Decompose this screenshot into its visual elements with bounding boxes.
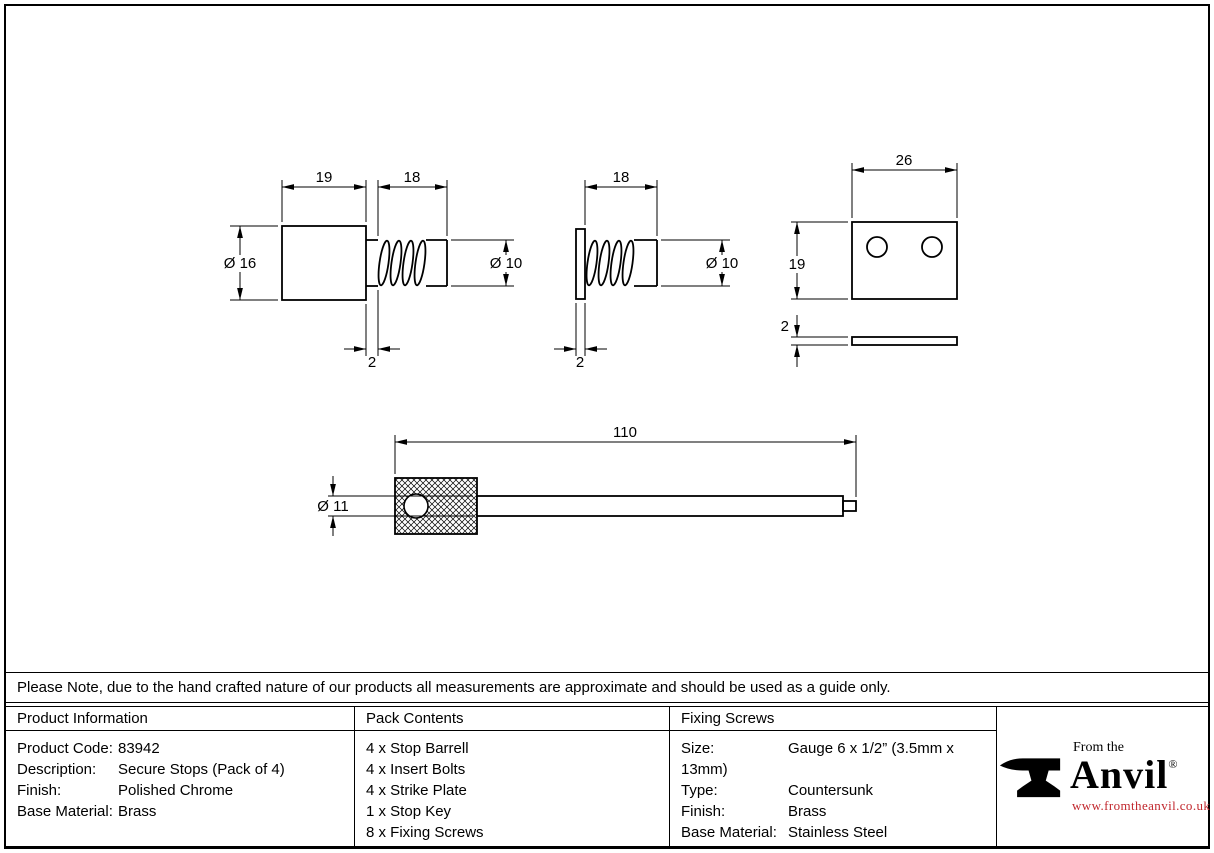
dim-label: 2 [781, 318, 789, 335]
column-header-pack-contents: Pack Contents [355, 707, 670, 731]
table-row: Product Code: 83942 [17, 738, 354, 759]
dim-label: Ø 16 [224, 255, 257, 272]
table-row: Type: Countersunk [681, 780, 996, 801]
list-item: 4 x Insert Bolts [366, 761, 466, 778]
insert-bolt-drawing: 18 Ø 10 2 [554, 169, 744, 371]
brand-website: www.fromtheanvil.co.uk [1072, 797, 1211, 813]
field-value: Brass [788, 803, 827, 820]
fixing-screws-cell: Size:Gauge 6 x 1/2” (3.5mm x 13mm) Type:… [670, 731, 997, 846]
table-row: Description: Secure Stops (Pack of 4) [17, 759, 354, 780]
dim-label: 19 [316, 169, 333, 186]
dim-label: Ø 10 [490, 255, 523, 272]
list-item: 8 x Fixing Screws [366, 824, 484, 841]
dim-label-mask [218, 255, 262, 272]
table-row: Size:Gauge 6 x 1/2” (3.5mm x 13mm) [681, 738, 996, 780]
list-item: 4 x Stop Barrell [366, 740, 469, 757]
brand-logo-inner: From the Anvil® www.fromtheanvil.co.uk [997, 740, 1210, 814]
field-label: Finish: [681, 803, 726, 820]
stop-key-shaft-outline [476, 495, 857, 517]
technical-drawing: 19 18 Ø 16 Ø 10 2 [218, 152, 958, 536]
stop-barrel-dimension-lines [230, 180, 514, 356]
product-information-cell: Product Code: 83942 Description: Secure St… [6, 731, 355, 846]
dim-label: 19 [789, 256, 806, 273]
field-value: Brass [118, 803, 157, 820]
insert-bolt-dimension-lines [554, 180, 730, 356]
field-value: Countersunk [788, 782, 874, 799]
spec-table: Product Information Pack Contents Fixing… [6, 706, 1210, 847]
measurement-note-bar: Please Note, due to the hand crafted nat… [6, 672, 1208, 703]
dim-label: 110 [613, 424, 637, 441]
field-label: Description: [17, 761, 97, 778]
field-label: Type: [681, 782, 718, 799]
table-row: Finish: Brass [681, 801, 996, 822]
dim-label: 2 [368, 354, 376, 371]
registered-trademark-symbol: ® [1168, 756, 1178, 771]
brand-logo: From the Anvil® www.fromtheanvil.co.uk [997, 707, 1210, 846]
strike-plate-outline [851, 221, 958, 346]
dim-label: 2 [576, 354, 584, 371]
field-value: 83942 [118, 740, 160, 757]
field-label: Product Code: [17, 740, 113, 757]
stop-key-hole [403, 493, 429, 519]
field-label: Finish: [17, 782, 62, 799]
field-value: Gauge 6 x 1/2” (3.5mm x 13mm) [681, 740, 954, 778]
anvil-icon [999, 757, 1061, 797]
field-value: Stainless Steel [788, 824, 888, 841]
field-value: Secure Stops (Pack of 4) [118, 761, 285, 778]
dim-label: 18 [404, 169, 421, 186]
stop-barrel-outline [281, 225, 448, 301]
stop-key-drawing: 110 Ø 11 [317, 424, 857, 536]
brand-name-text: Anvil [1070, 751, 1169, 797]
column-header-product-information: Product Information [6, 707, 355, 731]
dim-label: Ø 11 [317, 498, 348, 515]
table-row: Finish: Polished Chrome [17, 780, 354, 801]
field-label: Size: [681, 740, 715, 757]
dim-label: 26 [896, 152, 913, 169]
table-row: Base Material: Brass [17, 801, 354, 822]
dim-label-mask [484, 255, 528, 272]
field-value: Polished Chrome [118, 782, 234, 799]
insert-bolt-outline [575, 228, 658, 300]
dim-label-mask [700, 255, 744, 272]
pack-contents-cell: 4 x Stop Barrell 4 x Insert Bolts 4 x St… [355, 731, 670, 846]
list-item: 4 x Strike Plate [366, 782, 467, 799]
field-label: Base Material: [681, 824, 777, 841]
field-label: Base Material: [17, 803, 113, 820]
stop-key-dimension-lines [328, 435, 857, 536]
list-item: 1 x Stop Key [366, 803, 452, 820]
brand-tagline: From the [1073, 739, 1124, 755]
dim-label: Ø 10 [706, 255, 739, 272]
measurement-note-text: Please Note, due to the hand crafted nat… [17, 679, 891, 696]
dim-label-mask [783, 256, 812, 273]
stop-barrel-drawing: 19 18 Ø 16 Ø 10 2 [218, 169, 528, 371]
strike-plate-drawing: 26 19 2 [781, 152, 958, 367]
table-row: Base Material: Stainless Steel [681, 822, 996, 843]
dim-label: 18 [613, 169, 630, 186]
brand-name: Anvil® [1070, 754, 1210, 794]
column-header-fixing-screws: Fixing Screws [670, 707, 997, 731]
brand-logo-text: From the Anvil® www.fromtheanvil.co.uk [1070, 740, 1210, 814]
